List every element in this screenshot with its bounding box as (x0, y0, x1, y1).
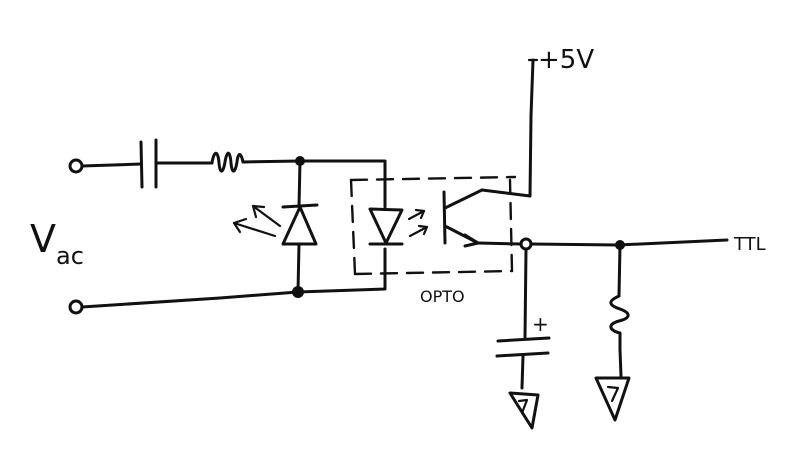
resistor-icon (609, 243, 630, 378)
capacitor-polarity-label: + (532, 312, 549, 336)
led-icon (368, 207, 429, 246)
input-voltage-label: Vac (30, 217, 84, 270)
output-node (519, 237, 533, 251)
input-voltage-symbol: V (30, 217, 56, 261)
supply-voltage-label: +5V (538, 45, 594, 75)
phototransistor-icon (442, 188, 532, 248)
ground-icon (508, 391, 540, 430)
output-ttl-label: TTL (733, 234, 766, 255)
ground-icon (594, 376, 631, 422)
input-terminal-top (68, 158, 84, 174)
resistor-icon (210, 151, 245, 173)
input-voltage-subscript: ac (56, 242, 84, 270)
bottom-wire (80, 247, 387, 309)
output-wire (476, 238, 729, 247)
top-wire (80, 159, 387, 209)
capacitor-icon (495, 247, 551, 390)
supply-wire (528, 58, 535, 198)
capacitor-icon (139, 138, 158, 189)
opto-label: OPTO (420, 287, 465, 306)
led-icon (232, 159, 319, 294)
opto-package (349, 175, 517, 276)
input-terminal-bottom (68, 299, 84, 315)
